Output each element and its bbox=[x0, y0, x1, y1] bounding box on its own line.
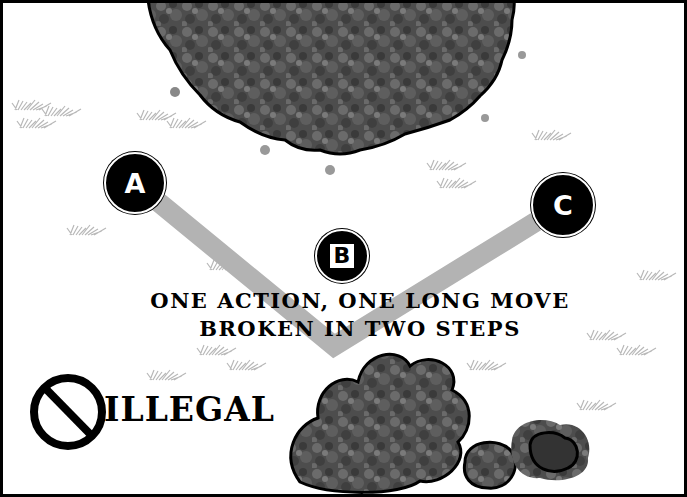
bushes-bottom bbox=[291, 354, 590, 492]
unit-marker: C bbox=[531, 173, 595, 237]
marker-letter: B bbox=[328, 242, 356, 270]
marker-letter: A bbox=[125, 170, 146, 197]
marker-letter: C bbox=[553, 192, 573, 219]
rule-verdict: ILLEGAL bbox=[104, 390, 294, 430]
prohibition-symbol bbox=[34, 378, 102, 446]
unit-marker: A bbox=[104, 152, 166, 214]
rule-note: ONE ACTION, ONE LONG MOVE BROKEN IN TWO … bbox=[140, 287, 580, 343]
objective-marker: B bbox=[315, 229, 369, 283]
forest-top bbox=[148, 0, 526, 175]
